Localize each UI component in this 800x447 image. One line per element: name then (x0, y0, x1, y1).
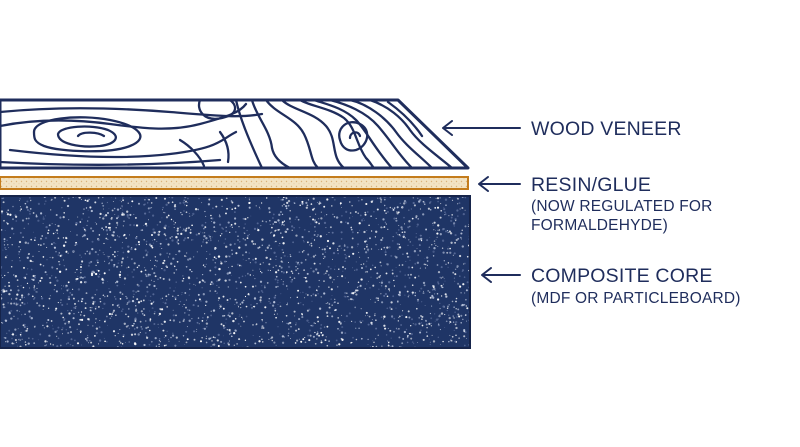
core-speckle-texture (0, 196, 470, 348)
label-subtitle: (MDF OR PARTICLEBOARD) (531, 290, 741, 307)
label-title: COMPOSITE CORE (531, 265, 713, 287)
arrow-left-icon (442, 120, 521, 136)
label-title: RESIN/GLUE (531, 174, 651, 196)
resin-glue-layer (0, 176, 469, 190)
label-subtitle: FORMALDEHYDE) (531, 217, 668, 234)
arrow-left-icon (478, 176, 521, 192)
wood-grain (0, 100, 454, 168)
label-composite-core: COMPOSITE CORE (MDF OR PARTICLEBOARD) (531, 265, 741, 307)
label-resin-glue: RESIN/GLUE (NOW REGULATED FOR FORMALDEHY… (531, 174, 713, 234)
composite-core-layer (0, 195, 471, 349)
label-title: WOOD VENEER (531, 118, 682, 140)
label-subtitle: (NOW REGULATED FOR (531, 198, 713, 215)
arrow-left-icon (481, 267, 521, 283)
wood-veneer-layer (0, 98, 470, 170)
label-wood-veneer: WOOD VENEER (531, 118, 682, 140)
